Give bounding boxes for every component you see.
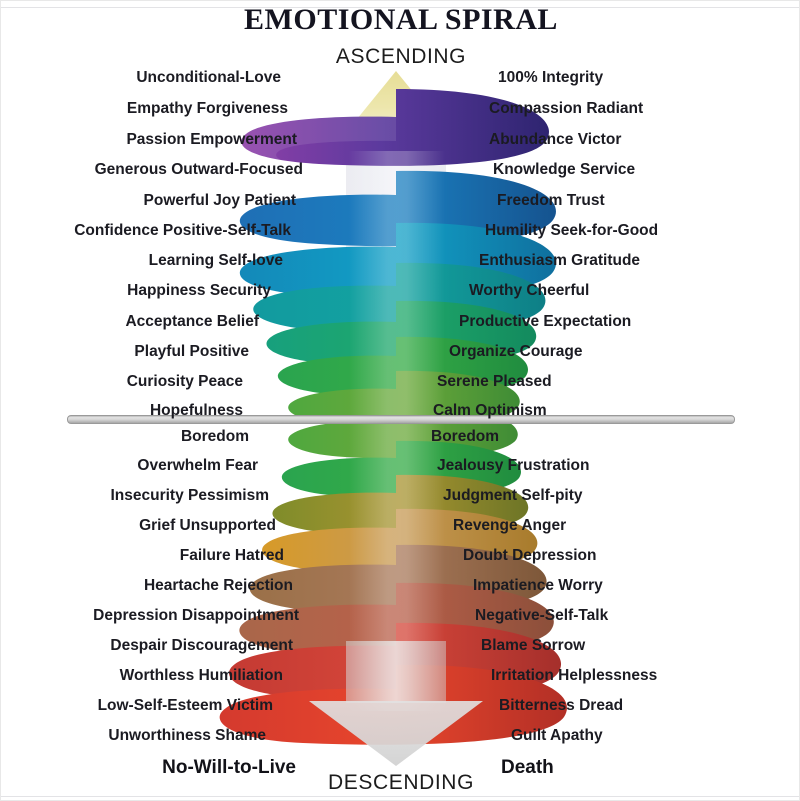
right_column-row: Knowledge Service: [493, 161, 636, 178]
right_column-row: Negative-Self-Talk: [475, 607, 609, 624]
left_column-row: Learning Self-love: [148, 252, 283, 269]
left_column-row: Acceptance Belief: [125, 313, 259, 330]
right_column-row: Organize Courage: [449, 343, 583, 360]
top-edge-line: [1, 7, 799, 8]
right_column-row: Worthy Cheerful: [469, 282, 590, 299]
descending-label: DESCENDING: [327, 771, 475, 794]
page-title: EMOTIONAL SPIRAL: [244, 3, 558, 36]
right_column-row: Impatience Worry: [473, 577, 603, 594]
right_column-row: Judgment Self-pity: [443, 487, 583, 504]
left_column-row: Boredom: [180, 428, 249, 445]
right_column-row: Doubt Depression: [463, 547, 597, 564]
spiral-coils: [219, 89, 567, 745]
left_column-row: Curiosity Peace: [126, 373, 243, 390]
neutral-divider-bar: [67, 415, 735, 424]
right_column-row: Productive Expectation: [459, 313, 632, 330]
left_column-row: Insecurity Pessimism: [110, 487, 269, 504]
right_column-row: Serene Pleased: [437, 373, 552, 390]
left_column-row: Generous Outward-Focused: [94, 161, 303, 178]
right_column-row: Freedom Trust: [497, 192, 605, 209]
left_column-row: No-Will-to-Live: [162, 757, 296, 778]
left_column-row: Despair Discouragement: [110, 637, 293, 654]
right_column-row: Abundance Victor: [489, 131, 622, 148]
right_column-row: Humility Seek-for-Good: [485, 222, 659, 239]
right_column-row: Blame Sorrow: [481, 637, 586, 654]
left_column-row: Playful Positive: [134, 343, 249, 360]
descending-arrow-icon: [309, 641, 483, 766]
left_column-row: Passion Empowerment: [126, 131, 297, 148]
right_column-row: 100% Integrity: [498, 69, 604, 86]
left_column-row: Confidence Positive-Self-Talk: [74, 222, 291, 239]
left_column-row: Unconditional-Love: [136, 69, 281, 86]
right_column-row: Jealousy Frustration: [437, 457, 590, 474]
left_column-row: Unworthiness Shame: [108, 727, 266, 744]
left_column-row: Empathy Forgiveness: [126, 100, 288, 117]
right_column-row: Guilt Apathy: [511, 727, 603, 744]
right_column-row: Calm Optimism: [433, 402, 547, 419]
left_column-row: Failure Hatred: [179, 547, 284, 564]
right_column-row: Irritation Helplessness: [491, 667, 658, 684]
left_column-row: Hopefulness: [149, 402, 243, 419]
left_column-row: Depression Disappointment: [93, 607, 299, 624]
right_column-row: Revenge Anger: [453, 517, 567, 534]
right_column-row: Enthusiasm Gratitude: [479, 252, 641, 269]
spiral-sheen: [349, 151, 445, 711]
left_column-row: Grief Unsupported: [139, 517, 276, 534]
right_column-row: Bitterness Dread: [499, 697, 624, 714]
right_column-row: Death: [501, 757, 554, 778]
left_column-row: Overwhelm Fear: [137, 457, 258, 474]
left_column-row: Heartache Rejection: [143, 577, 293, 594]
left_column-row: Worthless Humiliation: [119, 667, 283, 684]
left_column-row: Happiness Security: [127, 282, 271, 299]
right_column-row: Compassion Radiant: [489, 100, 644, 117]
left_column-row: Powerful Joy Patient: [143, 192, 296, 209]
ascending-label: ASCENDING: [335, 45, 467, 68]
left_column-row: Low-Self-Esteem Victim: [97, 697, 273, 714]
right_column-row: Boredom: [431, 428, 500, 445]
bottom-edge-line: [1, 796, 799, 797]
